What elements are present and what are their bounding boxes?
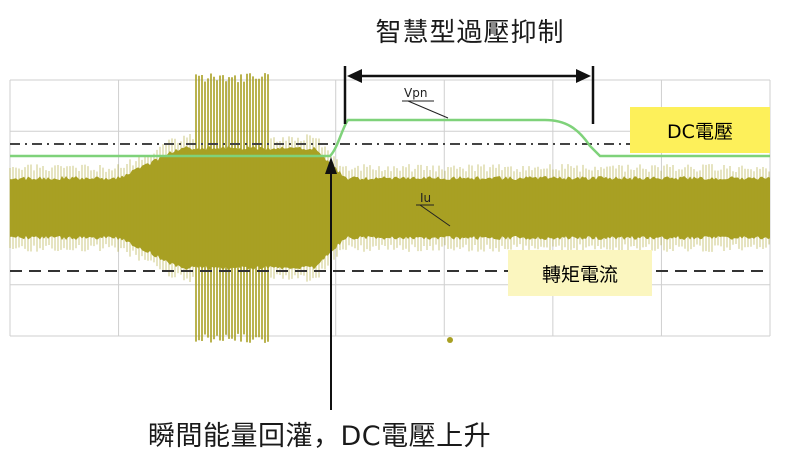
suppression-span-arrow: [345, 66, 593, 124]
vpn-label: Vpn: [404, 86, 427, 100]
torque-current-tag: 轉矩電流: [508, 250, 652, 296]
dc-voltage-tag: DC電壓: [630, 107, 770, 153]
vpn-leader-line: [408, 101, 448, 118]
trigger-marker: [447, 337, 453, 343]
iu-label: Iu: [420, 191, 431, 205]
diagram-caption: 瞬間能量回灌，DC電壓上升: [148, 414, 491, 453]
diagram-title: 智慧型過壓抑制: [0, 12, 800, 49]
